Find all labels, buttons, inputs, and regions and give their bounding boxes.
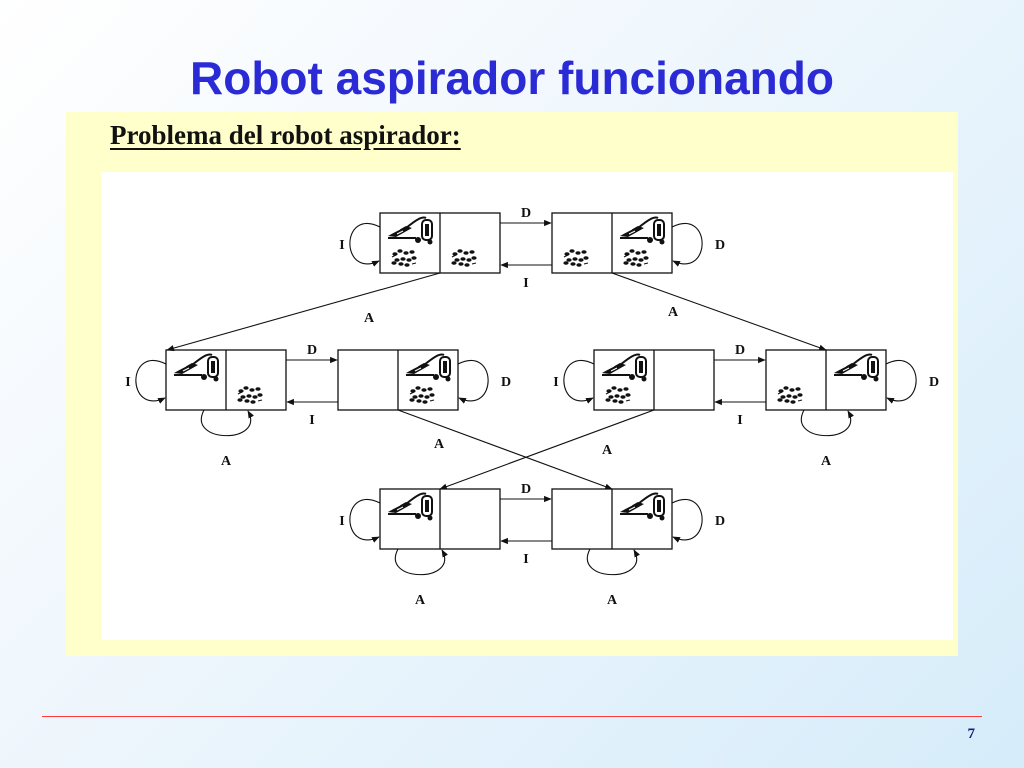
self-loop-suck-label: A [221, 454, 232, 469]
dirt-icon [237, 386, 263, 404]
self-loop-suck-arrow [586, 548, 641, 576]
robot-icon [174, 353, 219, 382]
self-loop-right-label: D [501, 375, 511, 390]
suck-label-s2-s6: A [668, 305, 679, 320]
self-loop-left-label: I [339, 514, 344, 529]
move-left-label: I [523, 276, 528, 291]
self-loop-suck-arrow [800, 409, 855, 437]
suck-arrow-s2-s6 [611, 272, 827, 351]
dirt-icon [451, 249, 477, 267]
self-loop-left-label: I [125, 375, 130, 390]
move-left-label: I [523, 552, 528, 567]
suck-label-s4-s8: A [434, 437, 445, 452]
self-loop-left-label: I [553, 375, 558, 390]
move-left-label: I [309, 413, 314, 428]
footer-rule [42, 716, 982, 717]
dirt-icon [563, 249, 589, 267]
self-loop-right-arrow [457, 360, 489, 404]
self-loop-suck-arrow [394, 548, 449, 576]
robot-icon [602, 353, 647, 382]
self-loop-right-label: D [715, 514, 725, 529]
self-loop-left-arrow [349, 499, 381, 543]
self-loop-suck-label: A [415, 593, 426, 608]
dirt-icon [605, 386, 631, 404]
page-number: 7 [967, 726, 976, 742]
suck-label-s1-s3: A [364, 311, 375, 326]
robot-icon [406, 353, 451, 382]
self-loop-right-arrow [671, 223, 703, 267]
self-loop-right-label: D [929, 375, 939, 390]
suck-arrow-s1-s3 [166, 272, 441, 352]
robot-icon [388, 492, 433, 521]
robot-icon [834, 353, 879, 382]
self-loop-left-arrow [349, 223, 381, 267]
suck-arrow-s4-s8 [397, 409, 613, 490]
dirt-icon [391, 249, 417, 267]
suck-label-s5-s7: A [602, 443, 613, 458]
move-right-label: D [307, 343, 317, 358]
self-loop-suck-arrow [200, 409, 255, 437]
self-loop-suck-label: A [607, 593, 618, 608]
dirt-icon [777, 386, 803, 404]
move-left-label: I [737, 413, 742, 428]
slide-title: Robot aspirador funcionando [190, 52, 834, 104]
dirt-icon [409, 386, 435, 404]
self-loop-right-label: D [715, 238, 725, 253]
move-right-label: D [735, 343, 745, 358]
robot-icon [620, 492, 665, 521]
self-loop-left-arrow [135, 360, 167, 404]
robot-icon [620, 216, 665, 245]
self-loop-left-arrow [563, 360, 595, 404]
state-diagram: D I D I D I D I I D I D I D I D A A A A A A A A [101, 172, 953, 640]
robot-icon [388, 216, 433, 245]
self-loop-right-arrow [671, 499, 703, 543]
suck-arrow-s5-s7 [439, 409, 655, 490]
self-loop-left-label: I [339, 238, 344, 253]
dirt-icon [623, 249, 649, 267]
move-right-label: D [521, 482, 531, 497]
state-diagram-svg: D I D I D I D I I D I D I D I D A A A A A A A A [125, 206, 939, 608]
self-loop-suck-label: A [821, 454, 832, 469]
panel-heading: Problema del robot aspirador: [110, 120, 461, 150]
self-loop-right-arrow [885, 360, 917, 404]
move-right-label: D [521, 206, 531, 221]
